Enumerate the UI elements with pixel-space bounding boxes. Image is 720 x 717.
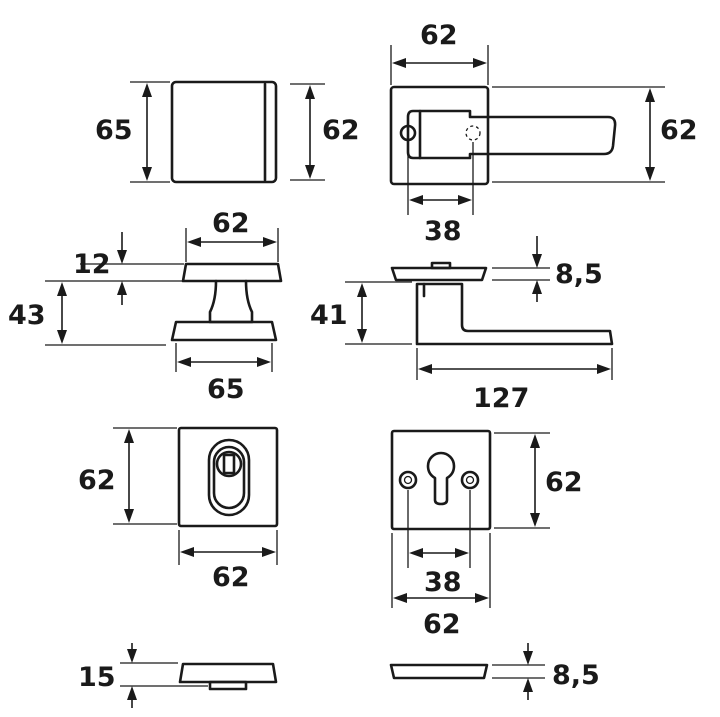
arrow-head	[127, 686, 137, 700]
arrow-head	[357, 329, 367, 343]
arrow-head	[532, 254, 542, 268]
arrow-head	[523, 678, 533, 692]
arrow-head	[393, 593, 407, 603]
dim-label-38: 38	[424, 216, 462, 247]
dim-label-65: 65	[95, 115, 133, 146]
arrow-head	[473, 58, 487, 68]
dim-label-43: 43	[8, 300, 46, 331]
cylinder-escutcheon-side-view: 8,5	[389, 643, 600, 700]
arrow-head	[117, 250, 127, 264]
arrow-head	[187, 237, 201, 247]
escutcheon-side-body	[178, 662, 278, 684]
key-rotor	[215, 450, 243, 478]
arrow-head	[305, 165, 315, 179]
screw-left-outer	[398, 470, 418, 490]
arrow-head	[127, 649, 137, 663]
arrow-head	[180, 547, 194, 557]
round-escutcheon-side-view: 15	[78, 643, 278, 708]
dim-label-62: 62	[212, 208, 250, 239]
dim-label-65: 65	[207, 374, 245, 405]
lever-rose	[390, 266, 488, 282]
cylinder-cutout	[426, 451, 456, 506]
arrow-head	[458, 195, 472, 205]
dim-label-12: 12	[73, 249, 111, 280]
arrow-head	[597, 364, 611, 374]
cylinder-escutcheon-front-view: 62 38 62	[390, 429, 583, 640]
arrow-head	[645, 88, 655, 102]
dim-label-62: 62	[660, 115, 698, 146]
dim-label-62: 62	[78, 465, 116, 496]
screw-left-inner	[403, 475, 413, 485]
arrow-head	[532, 280, 542, 294]
lever-pivot	[465, 125, 481, 141]
arrow-head	[142, 167, 152, 181]
dim-label-8-5: 8,5	[555, 259, 603, 290]
escutcheon-oval-inner	[212, 445, 246, 510]
dim-label-15: 15	[78, 662, 116, 693]
arrow-head	[305, 85, 315, 99]
arrow-head	[142, 83, 152, 97]
arrow-head	[392, 58, 406, 68]
escutcheon-oval-outer	[207, 438, 251, 517]
arrow-head	[523, 651, 533, 665]
arrow-head	[257, 357, 271, 367]
arrow-head	[530, 434, 540, 448]
arrow-head	[177, 357, 191, 367]
knob-body	[170, 320, 278, 342]
dim-label-41: 41	[310, 300, 348, 331]
arrow-head	[409, 548, 423, 558]
arrow-head	[418, 364, 432, 374]
arrow-head	[57, 282, 67, 296]
escutcheon-outline	[177, 426, 279, 528]
lever-cap	[430, 261, 452, 270]
arrow-head	[263, 237, 277, 247]
arrow-head	[124, 509, 134, 523]
knob-side-view: 62 12 43 65	[8, 208, 283, 405]
lever-side-body	[415, 282, 614, 346]
arrow-head	[57, 330, 67, 344]
arrow-head	[475, 593, 489, 603]
arrow-head	[117, 281, 127, 295]
arrow-head	[645, 167, 655, 181]
dim-label-62: 62	[420, 20, 458, 51]
arrow-head	[262, 547, 276, 557]
arrow-head	[357, 283, 367, 297]
knob-front-outline	[170, 80, 278, 184]
dim-label-127: 127	[473, 383, 529, 414]
dim-label-38: 38	[424, 567, 462, 598]
dim-label-8-5: 8,5	[552, 660, 600, 691]
arrow-head	[530, 513, 540, 527]
lever-handle-outline	[406, 109, 617, 160]
arrow-head	[124, 429, 134, 443]
screw-right-inner	[465, 475, 475, 485]
escutcheon-side-cylinder	[208, 680, 248, 691]
dim-label-62: 62	[212, 562, 250, 593]
screw-right-outer	[460, 470, 480, 490]
knob-neck	[208, 279, 254, 324]
key-slot	[222, 453, 236, 475]
escutcheon-outline	[390, 429, 492, 531]
round-escutcheon-front-view: 62 62	[78, 426, 279, 593]
lever-front-view: 62 62 38	[389, 20, 698, 247]
lever-side-view: 8,5 41 127	[310, 236, 614, 414]
dim-label-62: 62	[423, 609, 461, 640]
arrow-head	[409, 195, 423, 205]
dim-label-62: 62	[545, 467, 583, 498]
arrow-head	[455, 548, 469, 558]
dim-label-62: 62	[322, 115, 360, 146]
knob-rose	[181, 262, 283, 283]
escutcheon-side-body	[389, 663, 489, 680]
lever-screw	[399, 124, 417, 142]
knob-front-view: 65 62	[95, 80, 360, 184]
rose-outline	[389, 85, 490, 186]
